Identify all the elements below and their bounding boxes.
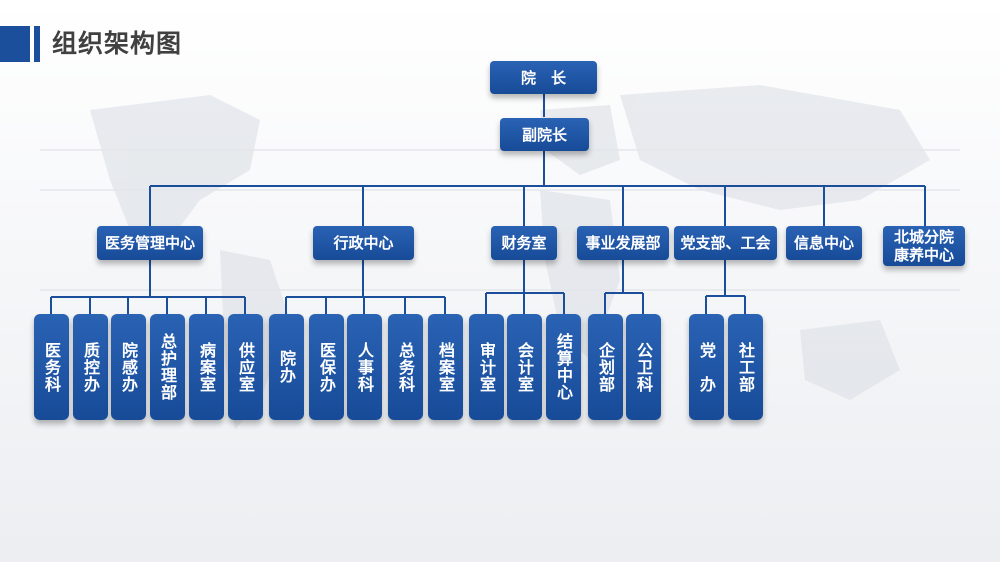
unit-audit[interactable]: 审计室 xyxy=(469,314,504,420)
unit-human-resources[interactable]: 人事科 xyxy=(347,314,382,420)
unit-supply[interactable]: 供应室 xyxy=(228,314,263,420)
unit-hospital-office[interactable]: 院办 xyxy=(269,314,304,420)
unit-quality-control[interactable]: 质控办 xyxy=(73,314,108,420)
dept-administration[interactable]: 行政中心 xyxy=(313,226,414,260)
dept-medical-management[interactable]: 医务管理中心 xyxy=(97,226,203,260)
dept-information-center[interactable]: 信息中心 xyxy=(786,226,862,260)
unit-nursing[interactable]: 总护理部 xyxy=(150,314,185,420)
unit-public-health[interactable]: 公卫科 xyxy=(626,314,661,420)
unit-planning[interactable]: 企划部 xyxy=(588,314,623,420)
unit-settlement-center[interactable]: 结算中心 xyxy=(546,314,581,420)
page-title: 组织架构图 xyxy=(52,29,183,58)
unit-infection-control[interactable]: 院感办 xyxy=(111,314,146,420)
unit-accounting[interactable]: 会计室 xyxy=(507,314,542,420)
vice-president-box[interactable]: 副院长 xyxy=(500,118,589,151)
unit-medical-affairs[interactable]: 医务科 xyxy=(34,314,69,420)
unit-archives[interactable]: 档案室 xyxy=(428,314,463,420)
unit-social-work[interactable]: 社工部 xyxy=(728,314,763,420)
title-accent-bar xyxy=(0,26,30,62)
dept-party-union[interactable]: 党支部、工会 xyxy=(674,226,777,260)
unit-party-office[interactable]: 党 办 xyxy=(689,314,724,420)
president-box[interactable]: 院 长 xyxy=(490,61,597,94)
unit-medical-records[interactable]: 病案室 xyxy=(189,314,224,420)
dept-north-branch[interactable]: 北城分院 康养中心 xyxy=(883,226,965,266)
dept-finance[interactable]: 财务室 xyxy=(491,226,557,260)
unit-general-affairs[interactable]: 总务科 xyxy=(388,314,423,420)
dept-development[interactable]: 事业发展部 xyxy=(577,226,669,260)
unit-medical-insurance[interactable]: 医保办 xyxy=(309,314,344,420)
title-accent-stripe xyxy=(34,26,40,62)
